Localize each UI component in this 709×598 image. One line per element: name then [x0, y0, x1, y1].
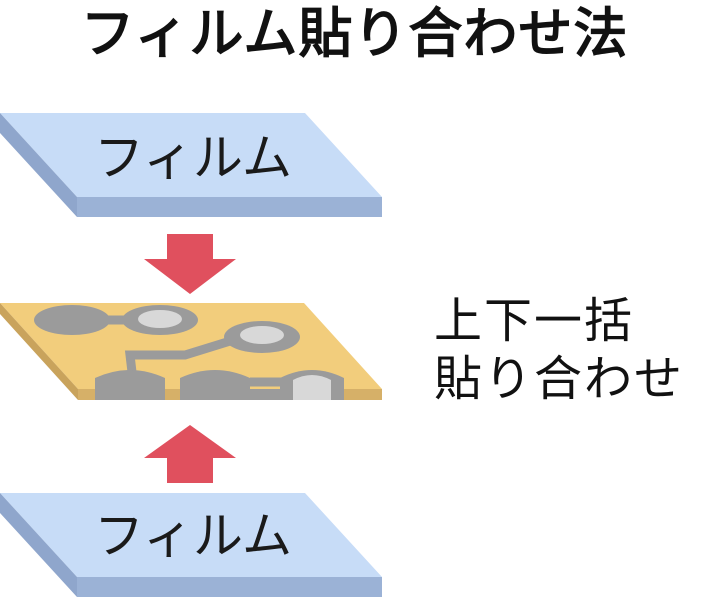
- edge-pad-1: [95, 389, 165, 400]
- edge-pad-2: [180, 389, 294, 400]
- film-bottom-face: [0, 493, 382, 577]
- pad-5: [180, 370, 250, 389]
- edge-pad-3-hole: [293, 389, 331, 400]
- film-top-face: [0, 113, 382, 197]
- circuit-board: [0, 303, 382, 400]
- pad-3-hole: [240, 326, 284, 344]
- film-top-label: フィルム: [94, 129, 292, 187]
- pad-1: [34, 305, 110, 335]
- arrow-up: [144, 425, 236, 483]
- pad-6-hole: [293, 375, 331, 389]
- film-top-front-edge: [77, 197, 382, 217]
- edge-pad-3: [331, 389, 344, 400]
- film-top: フィルム: [0, 113, 382, 217]
- film-bottom: フィルム: [0, 493, 382, 597]
- side-caption-line-1: 上下一括: [434, 293, 635, 349]
- trace-middle: [124, 333, 242, 373]
- arrow-down: [144, 234, 236, 294]
- side-caption-line-2: 貼り合わせ: [434, 351, 685, 407]
- film-bottom-left-edge: [0, 493, 77, 597]
- pad-4: [95, 370, 165, 389]
- film-bottom-label: フィルム: [94, 507, 292, 565]
- film-bottom-front-edge: [77, 577, 382, 597]
- film-top-left-edge: [0, 113, 77, 217]
- side-caption: 上下一括 貼り合わせ: [434, 292, 684, 408]
- board-left-edge: [0, 303, 78, 400]
- pad-2-hole: [138, 310, 182, 328]
- page-title: フィルム貼り合わせ法: [80, 2, 629, 65]
